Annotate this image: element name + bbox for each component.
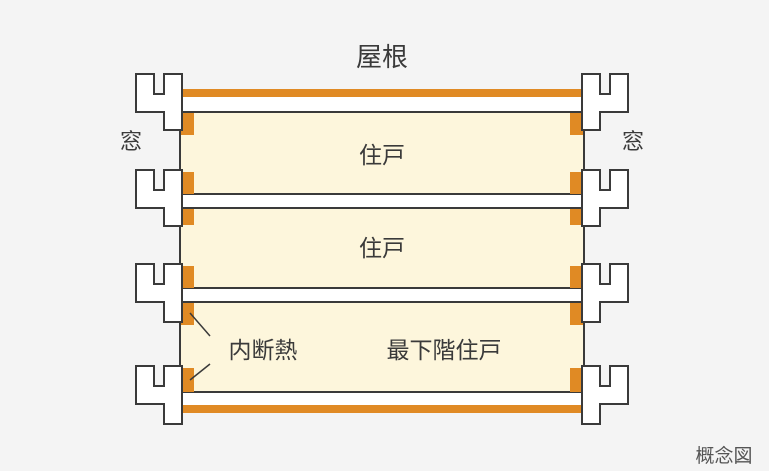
floor-slab-1 (179, 287, 585, 303)
floor-slab-2 (179, 193, 585, 209)
insulation-right-2a (570, 209, 584, 225)
room-top (180, 112, 584, 194)
right-profile-ground (581, 365, 629, 425)
left-profile-ground (135, 365, 183, 425)
window-label-left: 窓 (120, 130, 142, 155)
insulation-left-3a (180, 303, 194, 325)
insulation-right-3a (570, 303, 584, 325)
ground-insulation (180, 405, 584, 413)
balcony-profiles (135, 73, 629, 425)
left-profile-floor2 (135, 169, 183, 227)
dwelling-label-middle: 住戸 (359, 236, 405, 262)
insulation-left-2b (180, 266, 194, 288)
rooms (180, 112, 584, 392)
roof-insulation (180, 89, 584, 97)
dwelling-label-bottom: 最下階住戸 (387, 338, 502, 364)
window-label-right: 窓 (622, 130, 644, 155)
insulation-right-1b (570, 172, 584, 194)
roof-slab (179, 95, 585, 113)
room-middle (180, 208, 584, 288)
insulation (180, 89, 584, 413)
right-profile-floor2 (581, 169, 629, 227)
room-bottom (180, 302, 584, 392)
insulation-leader-lines (189, 312, 211, 381)
insulation-right-3b (570, 368, 584, 392)
insulation-left-1a (180, 113, 194, 135)
insulation-label: 内断熱 (229, 338, 298, 364)
caption: 概念図 (695, 444, 752, 467)
insulation-right-1a (570, 113, 584, 135)
roof-label: 屋根 (356, 43, 408, 73)
leader-line-upper (189, 312, 211, 337)
left-profile-floor1 (135, 263, 183, 323)
insulation-left-3b (180, 368, 194, 392)
insulation-left-2a (180, 209, 194, 225)
dwelling-label-top: 住戸 (359, 143, 405, 169)
right-profile-roof (581, 73, 629, 131)
insulation-right-2b (570, 266, 584, 288)
left-profile-roof (135, 73, 183, 131)
leader-line-lower (189, 363, 211, 381)
right-profile-floor1 (581, 263, 629, 323)
insulation-left-1b (180, 172, 194, 194)
